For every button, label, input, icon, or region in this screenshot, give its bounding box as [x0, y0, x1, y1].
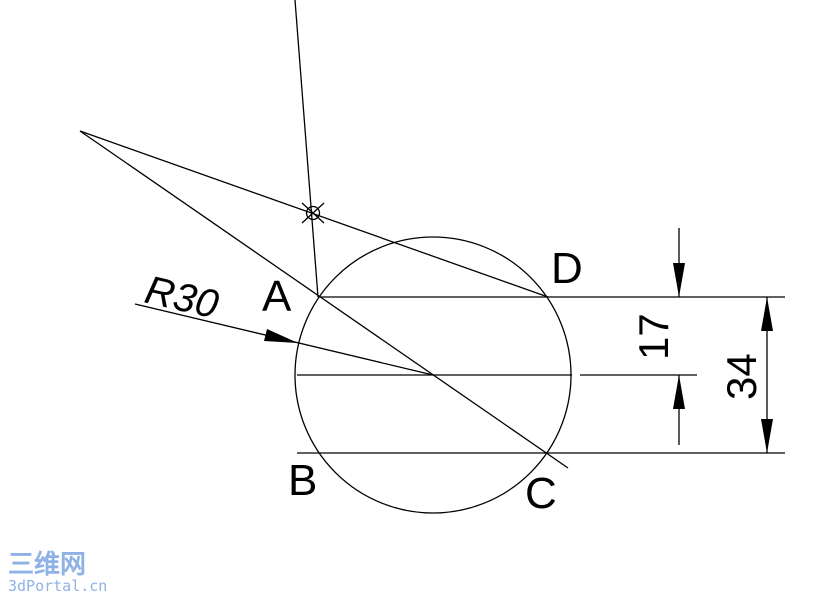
- dimension-17-label: 17: [630, 313, 677, 360]
- intersection-marker: [301, 202, 325, 224]
- watermark-domain: 3dPortal.cn: [8, 577, 107, 595]
- dimension-34-label: 34: [718, 353, 765, 400]
- dimension-34-line: [761, 297, 773, 453]
- point-label-b: B: [288, 456, 317, 505]
- dimension-17-line: [673, 228, 685, 445]
- radius-leader: [134, 303, 434, 376]
- radius-label: R30: [141, 268, 222, 327]
- point-label-a: A: [262, 272, 292, 321]
- point-label-d: D: [551, 244, 583, 293]
- diagonal-a-c: [79, 130, 569, 469]
- point-label-c: C: [525, 469, 557, 518]
- watermark-logo-text: 三维网: [8, 549, 86, 580]
- vertical-construction-line: [294, 0, 319, 298]
